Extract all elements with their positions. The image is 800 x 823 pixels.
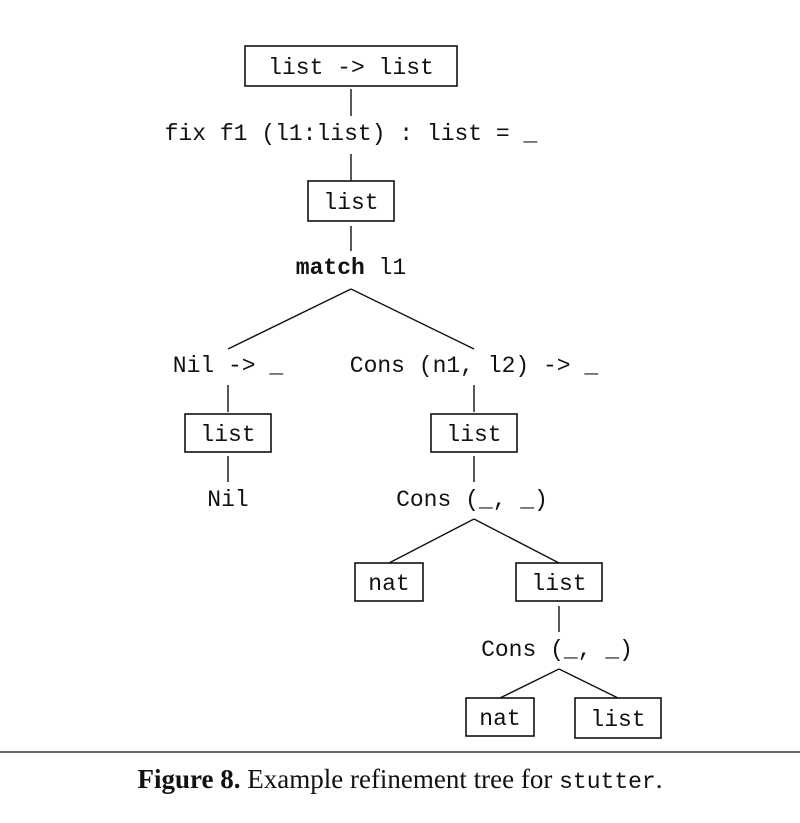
caption-space-2	[552, 764, 559, 794]
caption-text: Example refinement tree for	[247, 764, 552, 794]
inner-tail-type-node: list	[574, 697, 662, 739]
cons-head-type-node: nat	[354, 562, 424, 602]
cons-tail-body: Cons (_, _)	[481, 637, 633, 663]
cons-head-type-box	[354, 562, 424, 602]
inner-head-type-box	[465, 697, 535, 737]
match-expression: match l1	[296, 255, 406, 281]
inner-tail-type-label: list	[590, 707, 645, 733]
edge-match-to-cons	[350, 288, 475, 350]
cons-pattern: Cons (n1, l2) -> _	[350, 353, 599, 379]
root-type-box	[244, 45, 458, 87]
nil-body: Nil	[207, 487, 248, 513]
caption-code: stutter	[559, 769, 656, 795]
cons-tail-type-box	[515, 562, 603, 602]
fix-type-label: list	[323, 190, 378, 216]
caption-label: Figure 8.	[138, 764, 241, 794]
caption-space	[241, 764, 248, 794]
nil-pattern: Nil -> _	[173, 353, 284, 379]
nil-type-label: list	[200, 422, 255, 448]
match-argument: l1	[379, 255, 407, 281]
edge-match-to-nil	[227, 288, 352, 350]
edge-inner-to-list	[558, 668, 619, 699]
cons-type-box	[430, 413, 518, 453]
inner-tail-type-box	[574, 697, 662, 739]
caption-end: .	[656, 764, 663, 794]
edge-inner-to-nat	[499, 668, 560, 699]
edge-body-to-nat	[388, 518, 475, 564]
cons-type-label: list	[446, 422, 501, 448]
cons-head-type-label: nat	[368, 571, 409, 597]
fix-type-box	[307, 180, 395, 222]
inner-head-type-label: nat	[479, 706, 520, 732]
cons-type-node: list	[430, 413, 518, 453]
root-type-label: list -> list	[268, 55, 434, 81]
match-space	[365, 255, 379, 281]
figure-caption: Figure 8. Example refinement tree for st…	[138, 764, 663, 795]
nil-type-node: list	[184, 413, 272, 453]
fix-type-node: list	[307, 180, 395, 222]
cons-body: Cons (_, _)	[396, 487, 548, 513]
edge-body-to-list	[473, 518, 560, 564]
match-keyword: match	[296, 255, 365, 281]
cons-tail-type-node: list	[515, 562, 603, 602]
inner-head-type-node: nat	[465, 697, 535, 737]
root-type-node: list -> list	[244, 45, 458, 87]
fix-expression: fix f1 (l1:list) : list = _	[165, 121, 538, 147]
tree-edges	[227, 89, 619, 699]
nil-type-box	[184, 413, 272, 453]
cons-tail-type-label: list	[531, 571, 586, 597]
